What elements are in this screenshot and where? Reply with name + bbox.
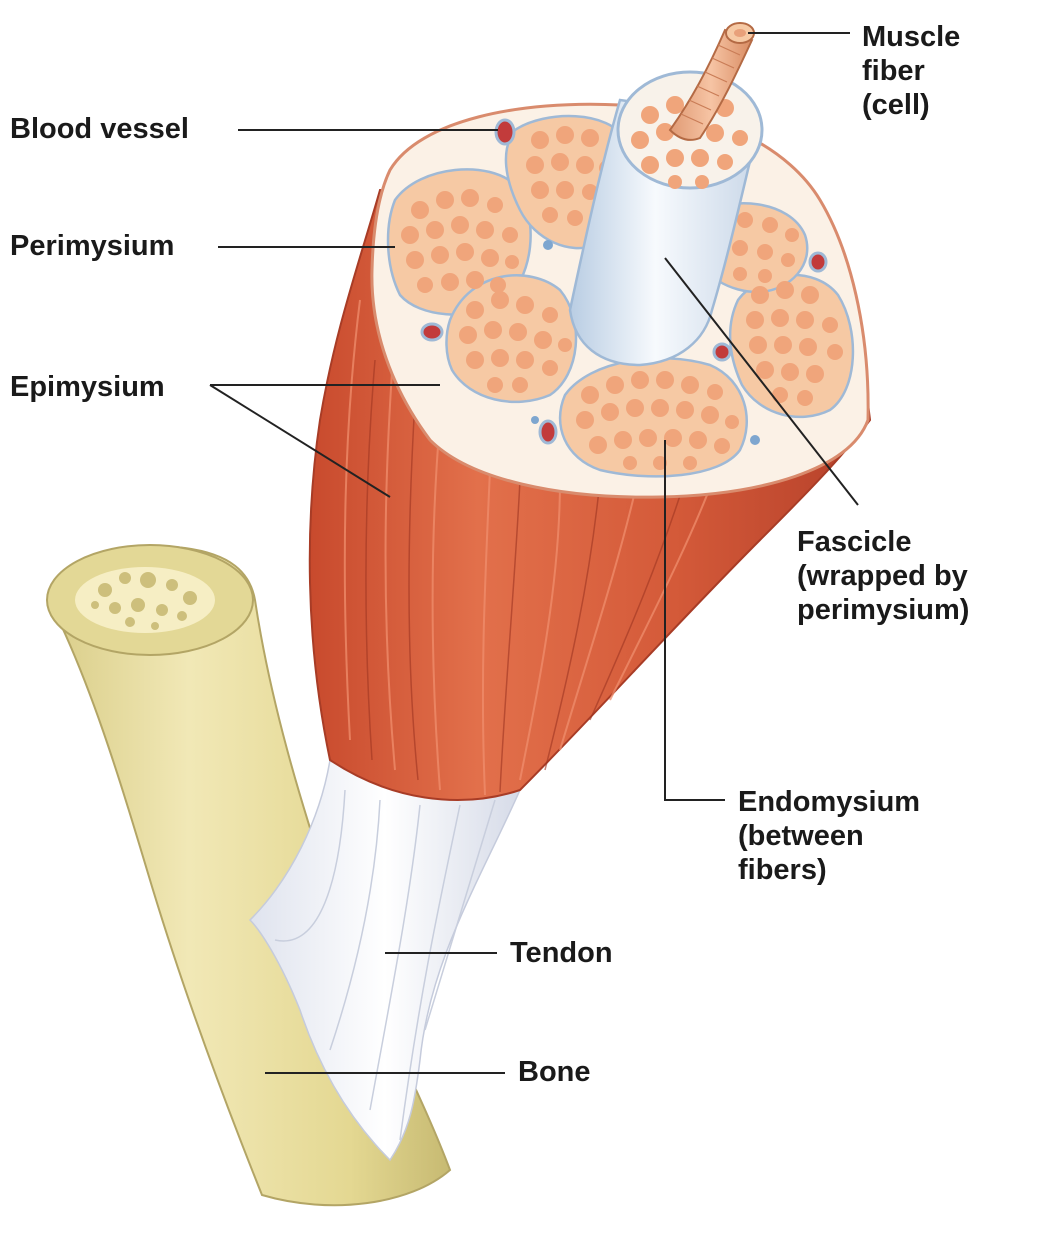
label-bone: Bone [518,1056,591,1088]
label-fascicle: Fascicle (wrapped by perimysium) [797,525,969,627]
label-fascicle-line1: Fascicle [797,526,912,558]
blood-vessels [420,118,828,445]
leader-fascicle [664,257,859,506]
label-blood-vessel: Blood vessel [10,113,189,145]
bone-spongy-pores [91,572,197,630]
label-fascicle-line3: perimysium) [797,594,970,626]
label-endomysium: Endomysium (between fibers) [738,785,920,887]
tendon-shape [248,758,522,1162]
leader-lines [209,32,859,1074]
leader-endomysium [664,440,725,801]
leader-epimysium-2 [209,384,391,498]
label-muscle-fiber-line2: fiber [862,55,925,87]
label-endomysium-line1: Endomysium [738,786,921,818]
label-tendon: Tendon [510,937,613,969]
label-epimysium: Epimysium [10,371,165,403]
label-muscle-fiber: Muscle fiber (cell) [862,20,960,122]
label-endomysium-line2: (between [738,820,864,852]
label-perimysium: Perimysium [10,230,175,262]
single-muscle-fiber [668,22,755,141]
label-muscle-fiber-line1: Muscle [862,21,961,53]
label-fascicle-line2: (wrapped by [797,560,968,592]
label-muscle-fiber-line3: (cell) [862,89,930,121]
label-endomysium-line3: fibers) [738,854,827,886]
fascicle-fiber-cells [401,126,843,470]
